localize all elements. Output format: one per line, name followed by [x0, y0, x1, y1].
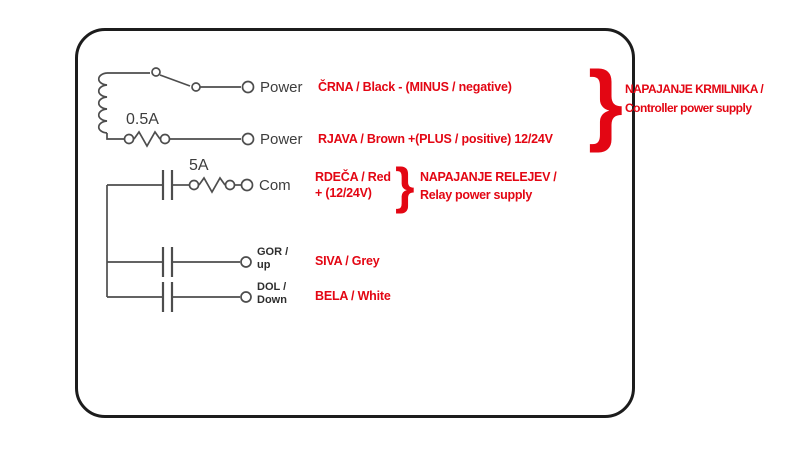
terminal-circle-com	[240, 178, 254, 192]
terminal-circle-power-plus	[241, 132, 255, 146]
terminal-label-down-line1: DOL /	[257, 281, 287, 293]
controller-brace: }	[588, 54, 624, 154]
terminal-circle-power-minus	[241, 80, 255, 94]
terminal-label-com: Com	[259, 177, 291, 194]
fuse-5a-icon	[188, 176, 236, 194]
relay-brace: }	[395, 158, 415, 214]
relay-power-annotation: NAPAJANJE RELEJEV / Relay power supply	[420, 168, 557, 204]
terminal-label-down: DOL / Down	[257, 281, 287, 307]
power-plus-wire	[170, 132, 255, 146]
controller-power-annotation-line1: NAPAJANJE KRMILNIKA /	[625, 82, 764, 96]
capacitor-icon-down	[107, 282, 252, 312]
terminal-label-up-line1: GOR /	[257, 246, 289, 258]
wire-label-brown: RJAVA / Brown +(PLUS / positive) 12/24V	[318, 132, 553, 146]
controller-power-annotation: NAPAJANJE KRMILNIKA / Controller power s…	[625, 80, 764, 118]
fuse-05a-icon	[106, 130, 171, 148]
wire-label-white: BELA / White	[315, 289, 391, 303]
terminal-label-up-line2: up	[257, 259, 271, 271]
fuse-rating-5a: 5A	[189, 157, 209, 174]
coil-symbol	[97, 72, 108, 134]
terminal-label-power-minus: Power	[260, 79, 303, 96]
relay-power-annotation-line2: Relay power supply	[420, 188, 532, 202]
com-wire	[235, 178, 254, 192]
terminal-circle-down	[240, 291, 252, 303]
terminal-label-down-line2: Down	[257, 294, 287, 306]
terminal-circle-up	[240, 256, 252, 268]
power-minus-wire	[200, 80, 255, 94]
controller-power-annotation-line2: Controller power supply	[625, 101, 752, 115]
terminal-label-power-plus: Power	[260, 131, 303, 148]
relay-power-annotation-line1: NAPAJANJE RELEJEV /	[420, 170, 557, 184]
capacitor-icon-up	[107, 247, 252, 277]
wire-label-red-line2: + (12/24V)	[315, 186, 372, 200]
capacitor-icon-com	[107, 170, 189, 200]
diagram-border	[75, 28, 635, 418]
switch-icon	[107, 67, 201, 92]
wire-label-black: ČRNA / Black - (MINUS / negative)	[318, 80, 512, 94]
wire-label-grey: SIVA / Grey	[315, 254, 380, 268]
wire-label-red-line1: RDEČA / Red	[315, 170, 391, 184]
terminal-label-up: GOR / up	[257, 246, 288, 272]
fuse-rating-05a: 0.5A	[126, 111, 159, 128]
